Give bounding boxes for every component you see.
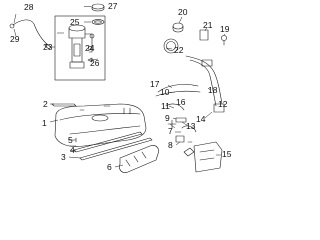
callout-19: 19 [220, 24, 230, 34]
callout-3: 3 [61, 152, 66, 162]
callout-11: 11 [161, 101, 170, 111]
callout-14: 14 [196, 114, 206, 124]
filler-neck-assembly [185, 55, 225, 113]
fuel-cap [172, 22, 184, 33]
charcoal-canister [119, 145, 159, 173]
cap-tether [221, 35, 227, 46]
callout-28: 28 [24, 2, 34, 12]
callout-25: 25 [70, 17, 80, 27]
callout-12: 12 [218, 99, 228, 109]
callout-16: 16 [176, 97, 186, 107]
callout-26: 26 [90, 58, 100, 68]
callout-1: 1 [42, 118, 47, 128]
callout-10: 10 [160, 87, 170, 97]
callout-15: 15 [222, 149, 232, 159]
fuel-pump-assembly [68, 24, 95, 69]
parts-diagram [9, 3, 227, 173]
callout-8: 8 [168, 140, 173, 150]
retainer-ring [91, 3, 105, 12]
callout-7: 7 [168, 126, 173, 136]
sender-wire-assembly [9, 19, 52, 50]
callout-9: 9 [165, 113, 170, 123]
callout-4: 4 [70, 145, 75, 155]
filler-cap-ring [163, 38, 179, 54]
callout-23: 23 [43, 42, 53, 52]
callout-18: 18 [208, 85, 218, 95]
callout-6: 6 [107, 162, 112, 172]
cover-plate [51, 103, 77, 107]
callout-17: 17 [150, 79, 160, 89]
leader-lines [13, 6, 226, 168]
fuel-lines [155, 84, 201, 133]
callout-5: 5 [68, 135, 73, 145]
callout-22: 22 [174, 45, 184, 55]
callout-21: 21 [203, 20, 213, 30]
callout-24: 24 [85, 43, 95, 53]
gasket [91, 19, 105, 25]
fuel-pump-group-box [54, 15, 106, 81]
tank-straps [73, 131, 153, 161]
heat-shield [193, 141, 223, 173]
callout-20: 20 [178, 7, 188, 17]
callout-27: 27 [108, 1, 118, 11]
mounting-brackets [175, 135, 195, 157]
callout-13: 13 [186, 121, 196, 131]
filler-door [199, 29, 209, 41]
callout-29: 29 [10, 34, 20, 44]
callout-2: 2 [43, 99, 48, 109]
